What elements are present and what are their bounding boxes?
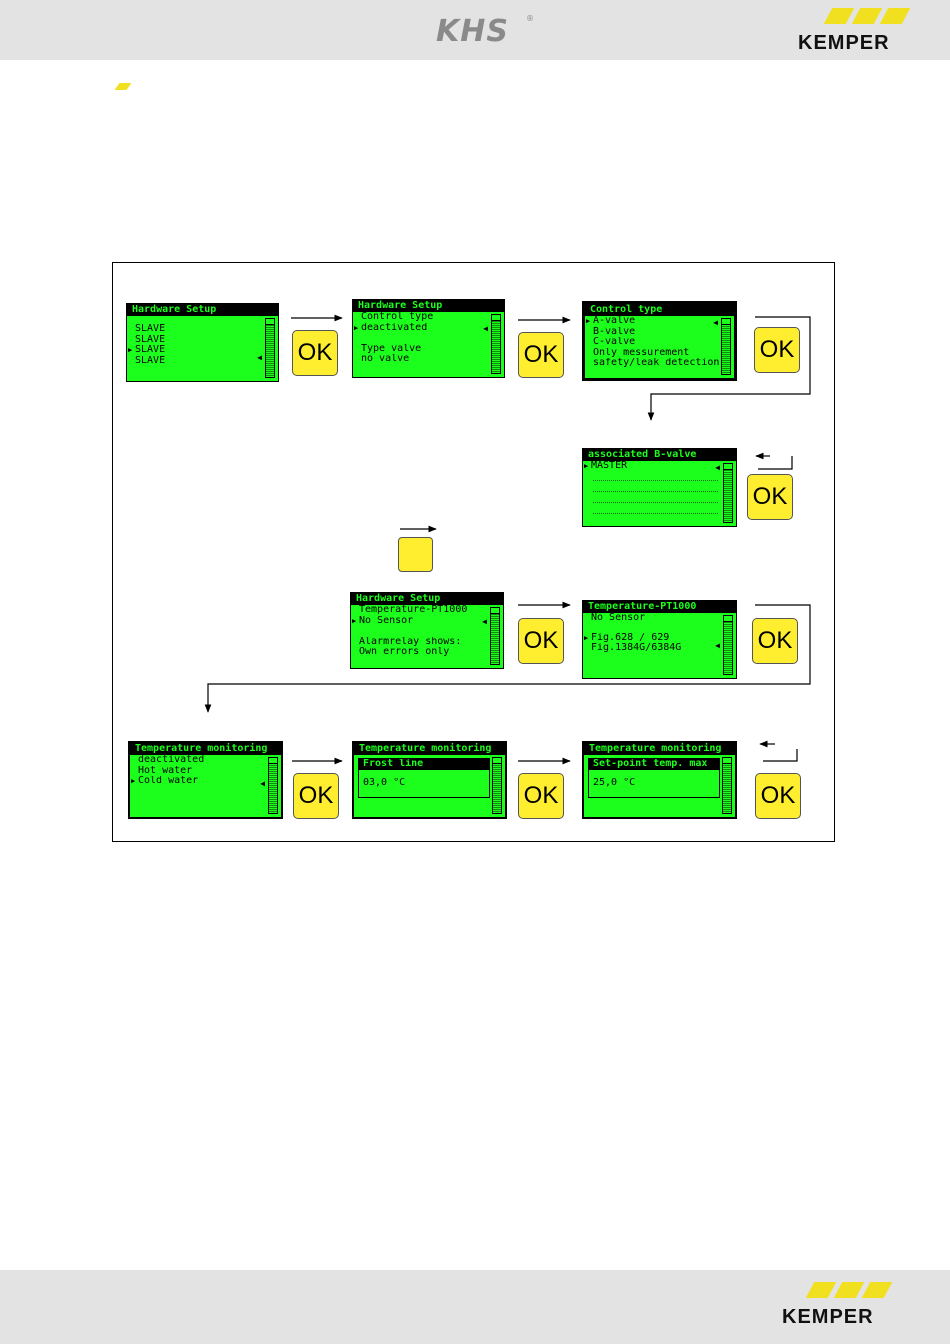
screen-title: Control type (585, 304, 734, 316)
screen-line: Alarmrelay shows: (359, 636, 462, 647)
ok-button[interactable]: OK (754, 327, 800, 373)
page-header: KHS ® KEMPER (0, 0, 950, 60)
scrollbar (723, 463, 733, 523)
scrollbar (491, 314, 501, 374)
screen-title: Hardware Setup (351, 593, 503, 605)
lcd-screen-temperature-pt1000: Temperature-PT1000 No Sensor Fig.628 / 6… (582, 600, 737, 679)
scrollbar (721, 318, 731, 375)
kemper-wordmark: KEMPER (782, 1306, 874, 1328)
screen-line-selected: Fig.628 / 629 (583, 633, 736, 644)
screen-line: No Sensor (591, 613, 646, 623)
screen-line: deactivated (138, 755, 205, 765)
lcd-screen-setpoint-temp-max: Temperature monitoring Set-point temp. m… (582, 741, 737, 819)
ok-button[interactable]: OK (518, 332, 564, 378)
diagram-frame (112, 262, 835, 842)
screen-line-selected: A-valve (585, 316, 734, 327)
ok-button[interactable]: OK (755, 773, 801, 819)
scrollbar (490, 607, 500, 665)
scrollbar (492, 757, 502, 814)
screen-line: SLAVE (135, 334, 166, 345)
screen-title: Temperature-PT1000 (583, 601, 736, 613)
lcd-screen-hardware-setup-temperature: Hardware Setup Temperature-PT1000 No Sen… (350, 592, 504, 669)
screen-title: Temperature monitoring (354, 743, 505, 755)
screen-line (583, 624, 736, 633)
screen-title: Hardware Setup (353, 300, 504, 312)
scrollbar (723, 615, 733, 675)
screen-line: C-valve (593, 337, 636, 347)
ok-button[interactable]: OK (292, 330, 338, 376)
screen-line: Temperature-PT1000 (359, 605, 468, 615)
screen-line: SLAVE (135, 324, 166, 334)
registered-mark: ® (526, 14, 534, 23)
screen-line-selected: MASTER (583, 461, 736, 472)
lcd-screen-control-type: Control type A-valve B-valve C-valve Onl… (582, 301, 737, 381)
value-readout: 03,0 °C (363, 777, 406, 788)
lcd-screen-temperature-monitoring-mode: Temperature monitoring deactivated Hot w… (128, 741, 283, 819)
scrollbar (722, 757, 732, 814)
lcd-screen-associated-b-valve: associated B-valve MASTER ◀ (582, 448, 737, 527)
ok-button[interactable]: OK (518, 773, 564, 819)
screen-line: Only messurement (593, 347, 690, 358)
screen-line-selected: deactivated (353, 323, 504, 334)
scrollbar (268, 757, 278, 814)
screen-line-selected: No Sensor (351, 616, 503, 627)
screen-line: B-valve (593, 326, 636, 337)
screen-title: Hardware Setup (127, 304, 278, 316)
screen-line (353, 333, 504, 344)
scrollbar (265, 318, 275, 378)
ok-button[interactable]: OK (293, 773, 339, 819)
lcd-screen-hardware-setup-control: Hardware Setup Control type deactivated … (352, 299, 505, 378)
screen-line: SLAVE (135, 355, 166, 366)
screen-line: Fig.1384G/6384G (591, 643, 682, 653)
screen-line: safety/leak detection (593, 358, 720, 368)
screen-line (351, 626, 503, 637)
ok-button[interactable]: OK (747, 474, 793, 520)
screen-title: Temperature monitoring (130, 743, 281, 755)
kemper-wordmark: KEMPER (798, 32, 890, 54)
ok-button[interactable]: OK (518, 618, 564, 664)
page-footer: KEMPER (0, 1270, 950, 1344)
screen-line-selected: SLAVE (127, 345, 278, 356)
screen-line: Hot water (138, 765, 193, 776)
lcd-screen-frost-line: Temperature monitoring Frost line 03,0 °… (352, 741, 507, 819)
screen-title: associated B-valve (583, 449, 736, 461)
screen-line-selected: Cold water (130, 776, 281, 787)
arrow-down-button[interactable] (398, 537, 433, 572)
screen-line: Own errors only (359, 647, 450, 657)
screen-title: Temperature monitoring (584, 743, 735, 755)
value-box-title: Frost line (359, 759, 489, 770)
value-box: Set-point temp. max 25,0 °C (588, 758, 720, 798)
value-box: Frost line 03,0 °C (358, 758, 490, 798)
lcd-screen-hardware-setup-slave: Hardware Setup SLAVE SLAVE SLAVE SLAVE ◀ (126, 303, 279, 382)
screen-line: Type valve (361, 343, 422, 354)
screen-line: no valve (361, 354, 410, 364)
value-box-title: Set-point temp. max (589, 759, 719, 770)
screen-line: Control type (361, 312, 434, 322)
khs-logo: KHS (436, 14, 509, 49)
value-readout: 25,0 °C (593, 777, 636, 788)
ok-button[interactable]: OK (752, 618, 798, 664)
